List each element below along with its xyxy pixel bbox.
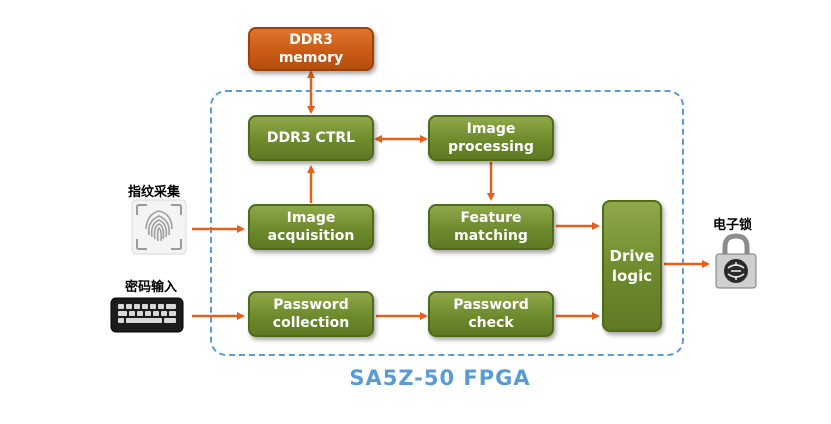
fingerprint-label: 指纹采集 xyxy=(128,185,181,200)
image-processing-block: Image processing xyxy=(428,115,554,161)
ddr3-memory-line2: memory xyxy=(278,50,344,66)
drive-logic-line1: Drive xyxy=(609,247,655,265)
fpga-boundary xyxy=(210,90,684,356)
image-processing-line2: processing xyxy=(448,139,534,155)
password-collection-line1: Password xyxy=(273,297,349,313)
fingerprint-icon xyxy=(131,199,187,255)
keyboard-icon xyxy=(110,297,184,333)
password-check-line1: Password xyxy=(453,297,529,313)
password-check-line2: check xyxy=(468,315,514,331)
image-processing-line1: Image xyxy=(466,121,516,137)
ddr3-memory-block: DDR3 memory xyxy=(248,27,374,71)
padlock-icon xyxy=(714,232,758,290)
ddr3-memory-line1: DDR3 xyxy=(289,32,333,48)
password-check-block: Password check xyxy=(428,291,554,337)
ddr3-ctrl-block: DDR3 CTRL xyxy=(248,115,374,161)
image-acquisition-line2: acquisition xyxy=(267,228,355,244)
password-input-label: 密码输入 xyxy=(125,280,178,295)
feature-matching-line1: Feature xyxy=(460,210,522,226)
feature-matching-block: Feature matching xyxy=(428,204,554,250)
image-acquisition-line1: Image xyxy=(286,210,336,226)
password-collection-line2: collection xyxy=(272,315,350,331)
drive-logic-block: Drive logic xyxy=(602,200,662,332)
ddr3-ctrl-line1: DDR3 CTRL xyxy=(266,130,356,146)
image-acquisition-block: Image acquisition xyxy=(248,204,374,250)
lock-label: 电子锁 xyxy=(713,218,753,233)
fpga-label: SA5Z-50 FPGA xyxy=(349,366,531,390)
password-collection-block: Password collection xyxy=(248,291,374,337)
feature-matching-line2: matching xyxy=(454,228,528,244)
drive-logic-line2: logic xyxy=(611,267,653,285)
